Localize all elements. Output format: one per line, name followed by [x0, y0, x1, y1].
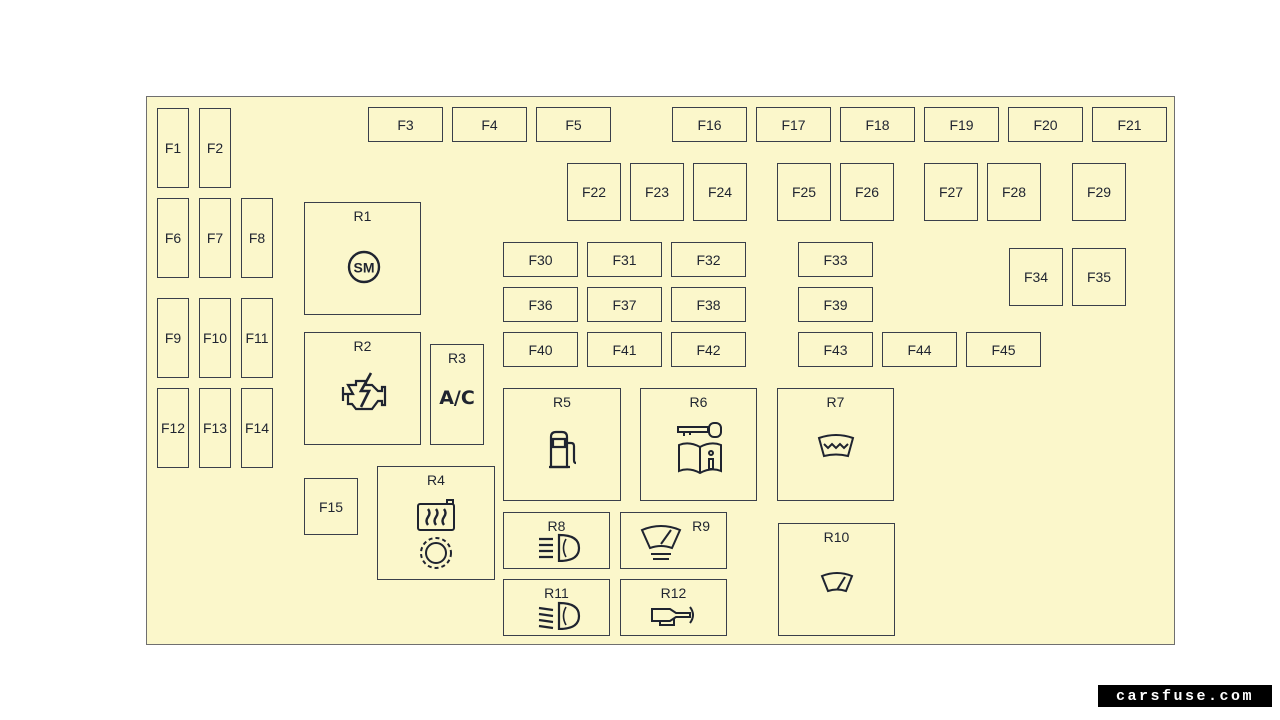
fuse-F30: F30 — [503, 242, 578, 277]
windshield-washer-icon — [639, 520, 683, 564]
relay-label: R10 — [823, 529, 850, 545]
relay-R8: R8 — [503, 512, 610, 569]
starter-motor-icon: SM — [346, 249, 382, 285]
fuse-F18: F18 — [840, 107, 915, 142]
fuse-F37: F37 — [587, 287, 662, 322]
relay-label: R5 — [553, 394, 571, 410]
fuse-F22: F22 — [567, 163, 621, 221]
headlight-high-beam-icon — [537, 532, 581, 562]
air-conditioning-icon: A/C — [439, 387, 475, 409]
starter-motor-text: SM — [354, 260, 375, 276]
fuse-F29: F29 — [1072, 163, 1126, 221]
fuse-F24: F24 — [693, 163, 747, 221]
fuse-F7: F7 — [199, 198, 231, 278]
fuse-F16: F16 — [672, 107, 747, 142]
relay-R10: R10 — [778, 523, 895, 636]
fuse-F10: F10 — [199, 298, 231, 378]
fuse-F5: F5 — [536, 107, 611, 142]
fuse-F1: F1 — [157, 108, 189, 188]
fuse-F13: F13 — [199, 388, 231, 468]
fuel-pump-icon — [547, 429, 579, 469]
fuse-F20: F20 — [1008, 107, 1083, 142]
fuse-F34: F34 — [1009, 248, 1063, 306]
fuse-F9: F9 — [157, 298, 189, 378]
immobilizer-key-manual-icon — [675, 419, 727, 477]
watermark-logo: carsfuse.com — [1098, 685, 1272, 707]
fuse-F27: F27 — [924, 163, 978, 221]
fuse-F25: F25 — [777, 163, 831, 221]
horn-icon — [649, 602, 699, 628]
fuse-F44: F44 — [882, 332, 957, 367]
fuse-F15: F15 — [304, 478, 358, 535]
relay-label: R9 — [692, 518, 710, 534]
fuse-F33: F33 — [798, 242, 873, 277]
fuse-F4: F4 — [452, 107, 527, 142]
relay-R1: R1 SM — [304, 202, 421, 315]
fuse-F38: F38 — [671, 287, 746, 322]
relay-R6: R6 — [640, 388, 757, 501]
fuse-F43: F43 — [798, 332, 873, 367]
relay-label: R8 — [547, 518, 566, 534]
relay-R11: R11 — [503, 579, 610, 636]
fuse-F17: F17 — [756, 107, 831, 142]
relay-R5: R5 — [503, 388, 621, 501]
relay-R2: R2 — [304, 332, 421, 445]
fuse-F32: F32 — [671, 242, 746, 277]
relay-label: R3 — [448, 350, 466, 366]
relay-label: R6 — [689, 394, 708, 410]
fuse-F45: F45 — [966, 332, 1041, 367]
fuse-F40: F40 — [503, 332, 578, 367]
fuse-F26: F26 — [840, 163, 894, 221]
engine-malfunction-icon — [339, 371, 389, 415]
relay-R3: R3 A/C — [430, 344, 484, 445]
fuse-F28: F28 — [987, 163, 1041, 221]
windshield-wiper-icon — [819, 570, 855, 598]
fuse-F19: F19 — [924, 107, 999, 142]
relay-label: R1 — [353, 208, 372, 224]
fuse-F6: F6 — [157, 198, 189, 278]
fuse-F42: F42 — [671, 332, 746, 367]
heated-windshield-icon — [816, 433, 856, 461]
relay-label: R12 — [660, 585, 687, 601]
relay-label: R7 — [826, 394, 845, 410]
fuse-F41: F41 — [587, 332, 662, 367]
fuse-box-diagram: F1 F2 F6 F7 F8 F9 F10 F11 F12 F13 F14 F3… — [146, 96, 1175, 645]
fuse-F39: F39 — [798, 287, 873, 322]
fuse-F31: F31 — [587, 242, 662, 277]
relay-R7: R7 — [777, 388, 894, 501]
rear-defroster-icon — [415, 499, 457, 533]
fuse-F36: F36 — [503, 287, 578, 322]
relay-R12: R12 — [620, 579, 727, 636]
cooling-fan-icon — [417, 534, 455, 572]
relay-label: R4 — [427, 472, 445, 488]
fuse-F14: F14 — [241, 388, 273, 468]
relay-label: R2 — [353, 338, 372, 354]
fuse-F3: F3 — [368, 107, 443, 142]
fuse-F2: F2 — [199, 108, 231, 188]
relay-R9: R9 — [620, 512, 727, 569]
fuse-F21: F21 — [1092, 107, 1167, 142]
fuse-F35: F35 — [1072, 248, 1126, 306]
fuse-F11: F11 — [241, 298, 273, 378]
relay-R4: R4 — [377, 466, 495, 580]
headlight-low-beam-icon — [537, 600, 581, 630]
fuse-F12: F12 — [157, 388, 189, 468]
fuse-F8: F8 — [241, 198, 273, 278]
fuse-F23: F23 — [630, 163, 684, 221]
relay-label: R11 — [544, 585, 569, 601]
